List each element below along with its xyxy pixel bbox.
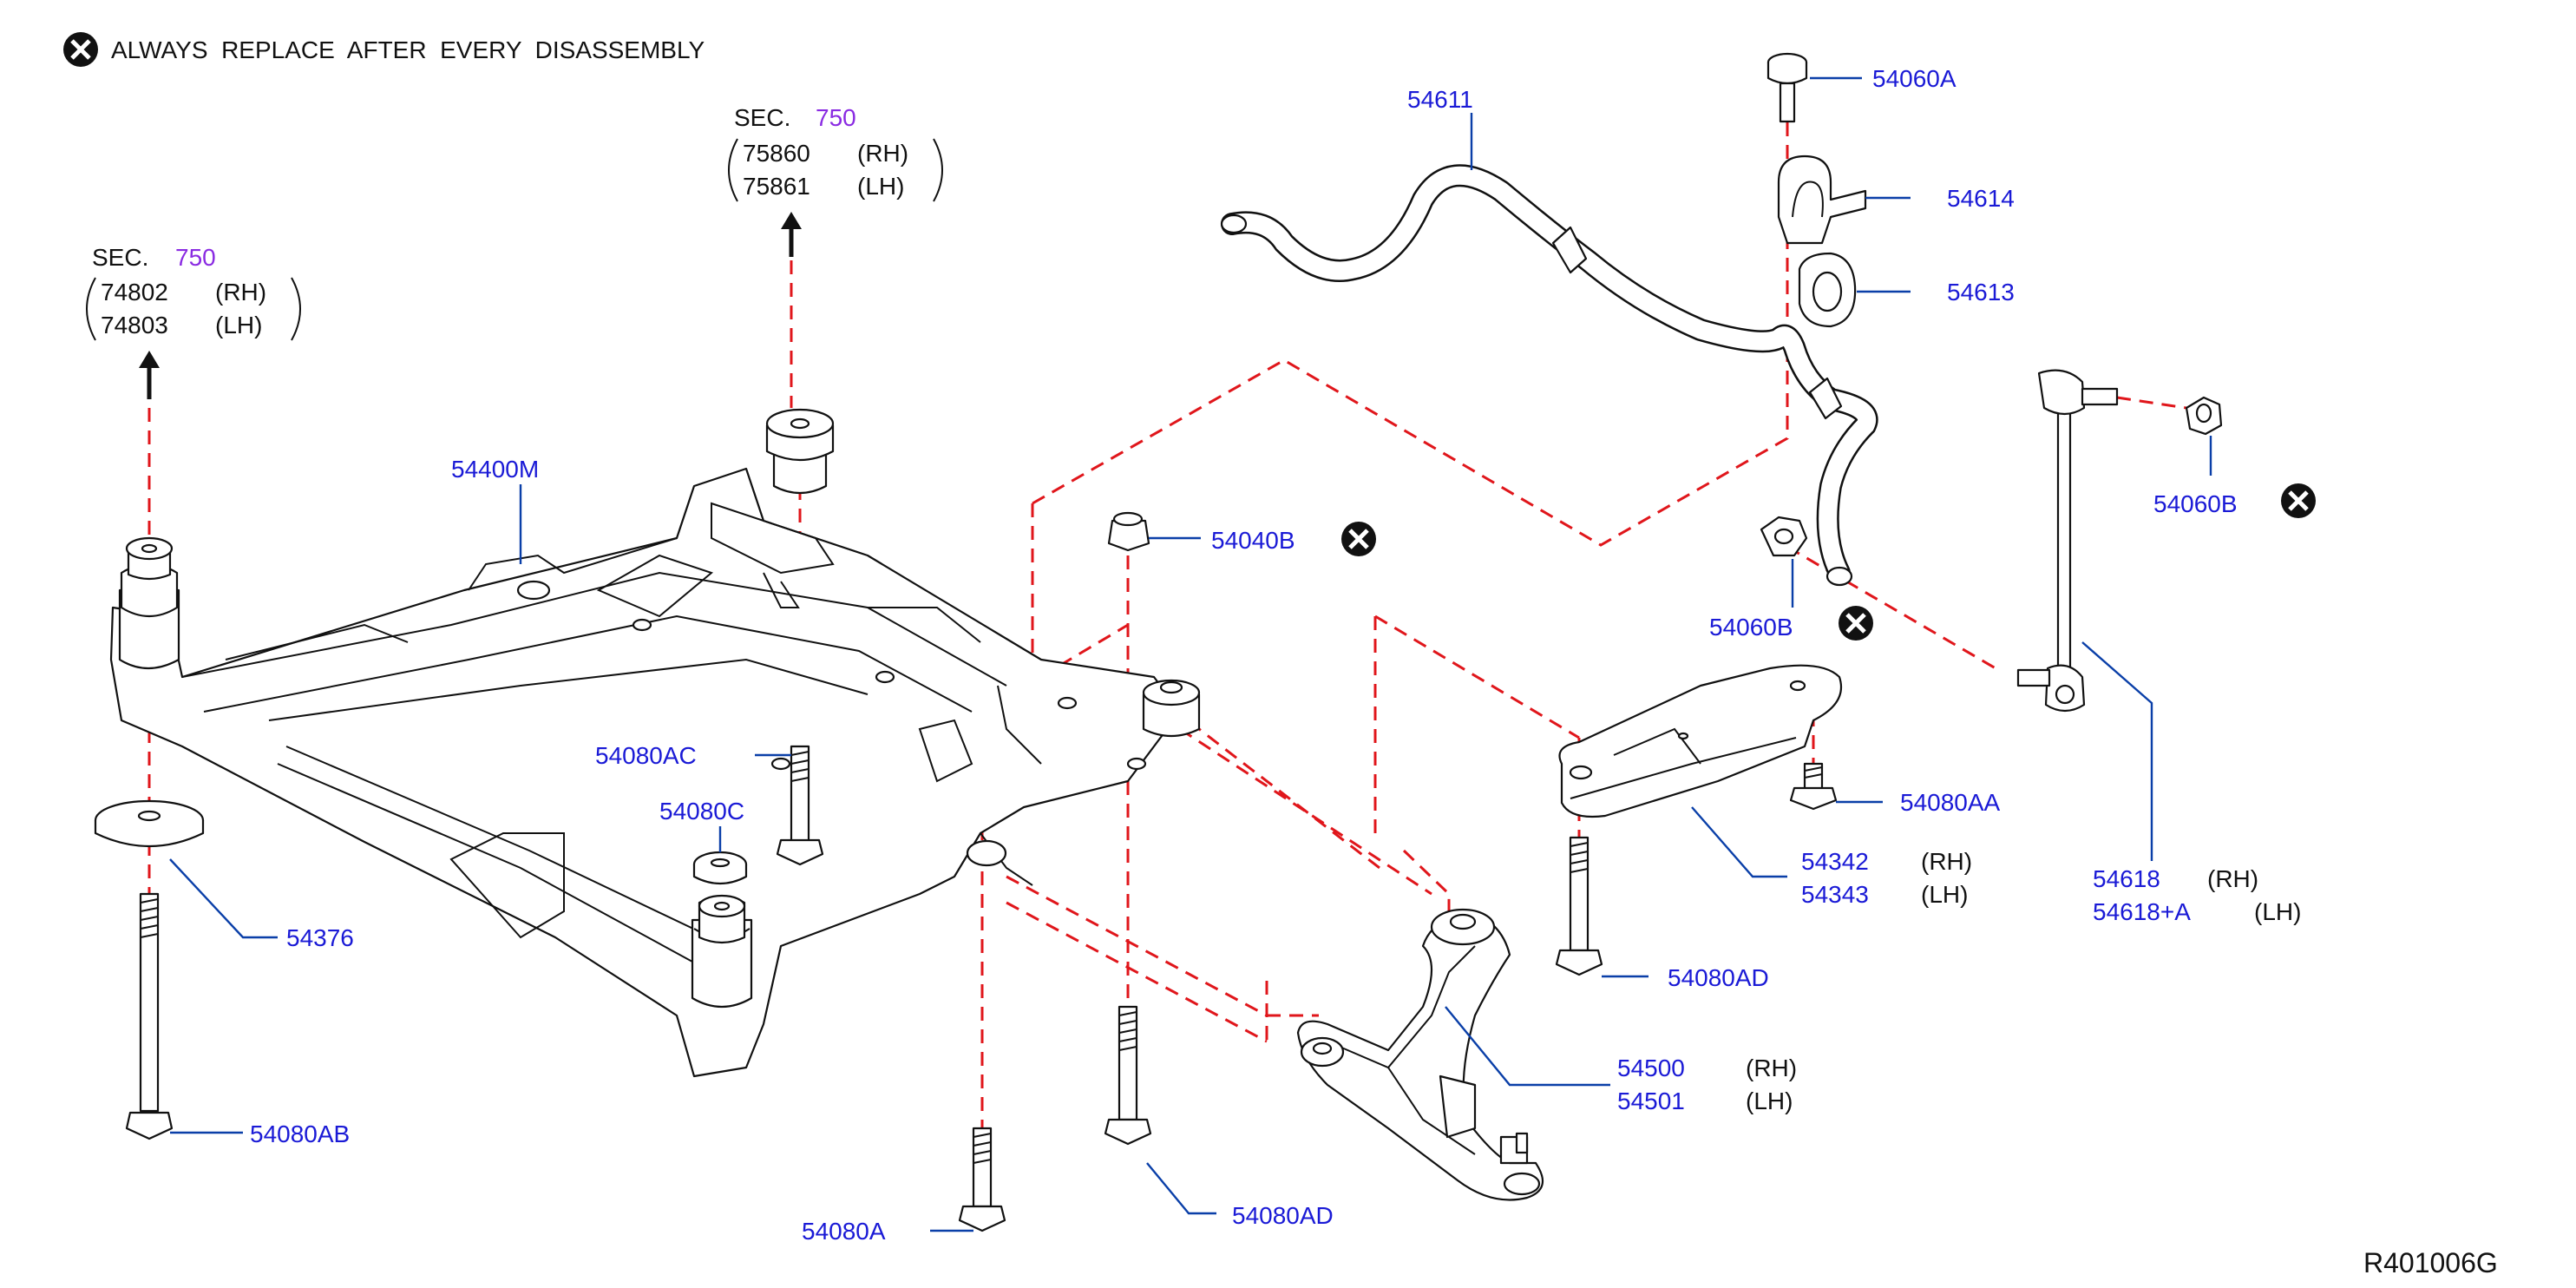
side-lh: (LH) [2254,898,2301,925]
callout-54080AA: 54080AA [1900,789,2001,816]
bolt-54080A [958,1127,1006,1232]
clamp-54614 [1777,154,1867,245]
sec-label: SEC. [734,104,790,131]
callout-54080AD: 54080AD [1668,964,1769,991]
stabilizer-link [2016,369,2119,713]
callout-54080A: 54080A [802,1218,886,1245]
replace-x-icon [2281,483,2316,518]
sec-part: 74803 [101,312,168,338]
section-ref-top: SEC. 750 75860 (RH) 75861 (LH) [728,104,943,257]
sec-side: (LH) [857,173,904,200]
up-arrow-icon [139,351,160,368]
callout-54080AB: 54080AB [250,1120,350,1147]
callout-54060A: 54060A [1872,65,1957,92]
callout-54614: 54614 [1947,185,2015,212]
front-subframe [109,408,1201,1078]
callout-54080AD: 54080AD [1232,1202,1334,1229]
bolt-54080AB [125,892,174,1140]
bolt-54080AD-right [1555,836,1603,976]
callout-54400M: 54400M [451,456,539,483]
sec-side: (LH) [215,312,262,338]
callout-54611: 54611 [1407,86,1473,113]
replace-x-icon [1839,606,1873,641]
callout-54500: 54500 [1617,1055,1685,1081]
nut-54060B-right [2185,396,2223,436]
callout-54618A: 54618+A [2093,898,2191,925]
sec-part: 74802 [101,279,168,306]
sec-part: 75861 [743,173,810,200]
callout-54080C: 54080C [659,798,744,825]
notice-text: ALWAYS REPLACE AFTER EVERY DISASSEMBLY [111,36,705,63]
side-lh: (LH) [1746,1088,1793,1114]
callout-54376: 54376 [286,924,354,951]
washer-54376 [94,799,205,848]
sec-number: 750 [816,104,856,131]
callout-54342: 54342 [1801,848,1869,875]
callout-54613: 54613 [1947,279,2015,306]
spacer-54080C [692,851,748,885]
callout-54080AC: 54080AC [595,742,697,769]
side-lh: (LH) [1921,881,1968,908]
sec-side: (RH) [215,279,266,306]
drawing-code: R401006G [2363,1247,2498,1278]
callout-54501: 54501 [1617,1088,1685,1114]
section-ref-left: SEC. 750 74802 (RH) 74803 (LH) [86,244,301,399]
sec-part: 75860 [743,140,810,167]
lower-control-arm [1296,908,1544,1201]
nut-54040B [1107,511,1150,552]
callout-54060B: 54060B [2153,490,2238,517]
sec-number: 750 [175,244,216,271]
bracket-54342 [1558,664,1843,818]
callout-54343: 54343 [1801,881,1869,908]
side-rh: (RH) [1921,848,1972,875]
nut-54060B-mid [1760,516,1808,557]
callout-54060B: 54060B [1709,614,1793,641]
callout-labels: 54400M 54376 54080AB 54080AC 54080C 5404… [250,65,2301,1245]
sec-label: SEC. [92,244,148,271]
bolt-54080AA [1789,762,1838,811]
sec-side: (RH) [857,140,908,167]
leader-lines [169,76,2212,1232]
replace-x-icon [1341,522,1376,556]
bolt-54080AC [776,745,824,866]
callout-54040B: 54040B [1211,527,1295,554]
bolt-54080AD-lower [1104,1005,1152,1146]
up-arrow-icon [781,212,802,229]
bolt-54060A [1766,52,1808,123]
side-rh: (RH) [2207,865,2258,892]
bushing-54613 [1798,252,1857,328]
side-rh: (RH) [1746,1055,1797,1081]
stabilizer-bar [1220,164,1878,587]
callout-54618: 54618 [2093,865,2160,892]
replace-notice: ALWAYS REPLACE AFTER EVERY DISASSEMBLY [63,32,705,67]
